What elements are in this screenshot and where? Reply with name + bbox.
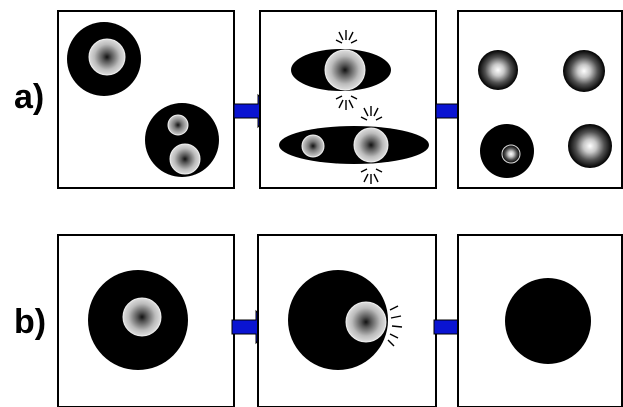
anucleate-cell bbox=[505, 278, 591, 364]
burst-lines-icon bbox=[335, 30, 358, 44]
row-label-b: b) bbox=[14, 303, 47, 341]
row-label-a: a) bbox=[14, 78, 45, 116]
nucleus bbox=[169, 143, 201, 175]
burst-lines-icon bbox=[360, 106, 383, 121]
nucleus bbox=[353, 127, 389, 163]
burst-lines-icon bbox=[360, 168, 383, 184]
cell-binucleate bbox=[145, 103, 219, 177]
nucleus bbox=[122, 297, 162, 337]
burst-lines-icon bbox=[387, 305, 403, 347]
nucleus bbox=[324, 49, 366, 91]
nucleus bbox=[345, 301, 387, 343]
daughter-nucleus bbox=[501, 144, 521, 164]
burst-lines-icon bbox=[335, 95, 358, 110]
cell-large bbox=[288, 270, 388, 370]
nucleus bbox=[88, 38, 126, 76]
daughter-cell bbox=[568, 124, 612, 168]
nucleus-small bbox=[167, 114, 189, 136]
nucleus-small bbox=[301, 134, 325, 158]
daughter-cell bbox=[478, 50, 518, 90]
daughter-cell bbox=[563, 50, 605, 92]
